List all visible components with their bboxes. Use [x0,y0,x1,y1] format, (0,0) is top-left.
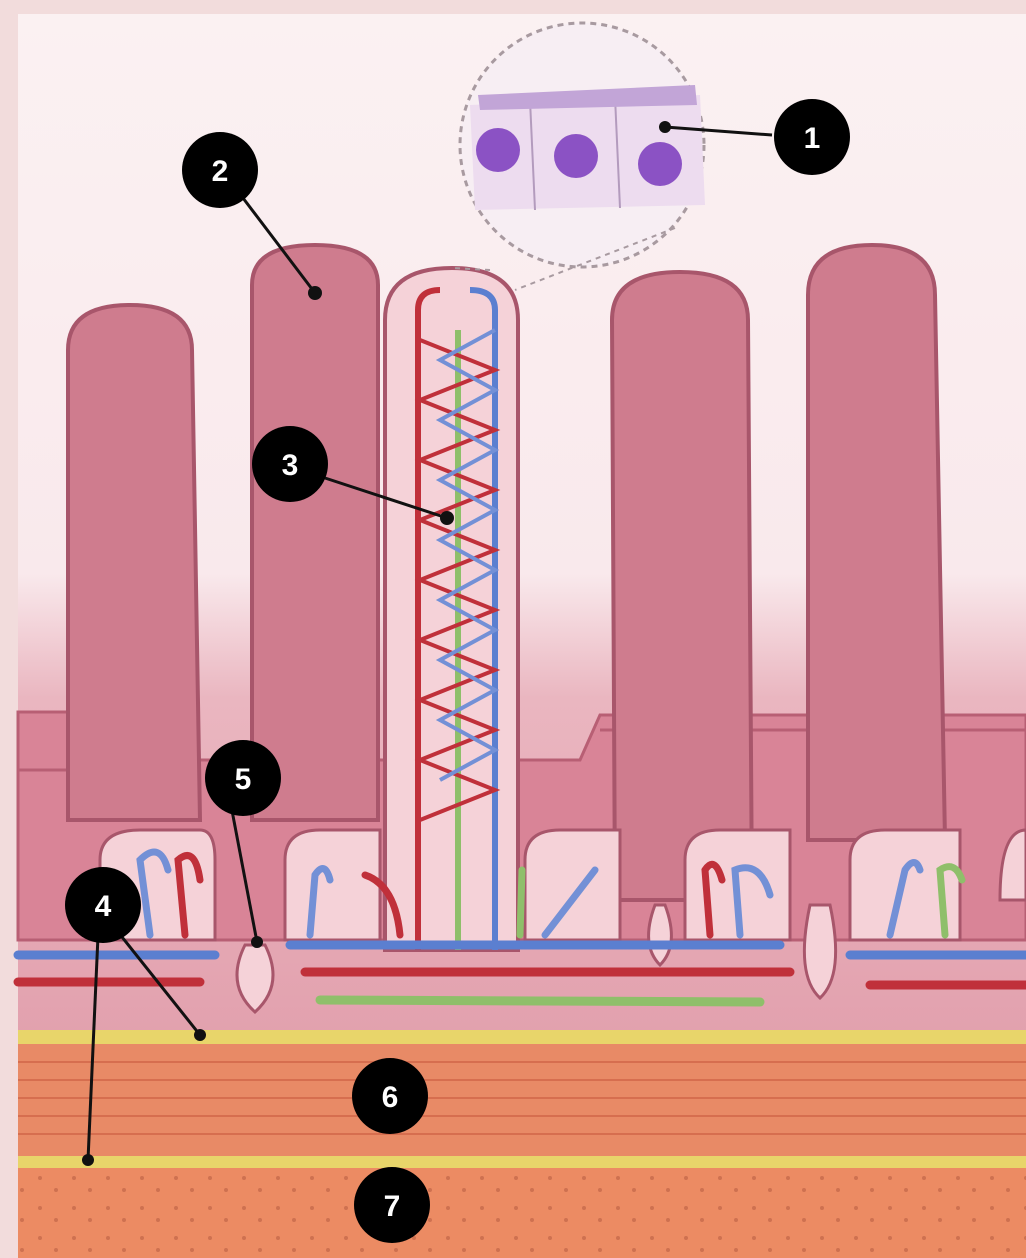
villus-cross-section [385,268,518,950]
marker-7: 7 [354,1167,430,1243]
serosa-line [18,1156,1026,1168]
villus-1 [68,305,200,820]
marker-4-label: 4 [95,890,112,923]
marker-4: 4 [65,867,141,943]
marker-2-label: 2 [212,155,229,188]
marker-3: 3 [252,426,328,502]
muscularis-mucosae [18,1030,1026,1044]
marker-5-label: 5 [235,763,252,796]
muscle-layer [18,1044,1026,1156]
villus-2 [252,245,378,820]
marker-6-label: 6 [382,1081,399,1114]
villus-5 [808,245,945,840]
marker-5: 5 [205,740,281,816]
nucleus [638,142,682,186]
marker-1: 1 [774,99,850,175]
marker-6: 6 [352,1058,428,1134]
marker-2: 2 [182,132,258,208]
marker-3-label: 3 [282,449,299,482]
marker-1-label: 1 [804,122,821,155]
nucleus [554,134,598,178]
villus-4 [612,272,752,900]
nucleus [476,128,520,172]
marker-7-label: 7 [384,1190,401,1223]
